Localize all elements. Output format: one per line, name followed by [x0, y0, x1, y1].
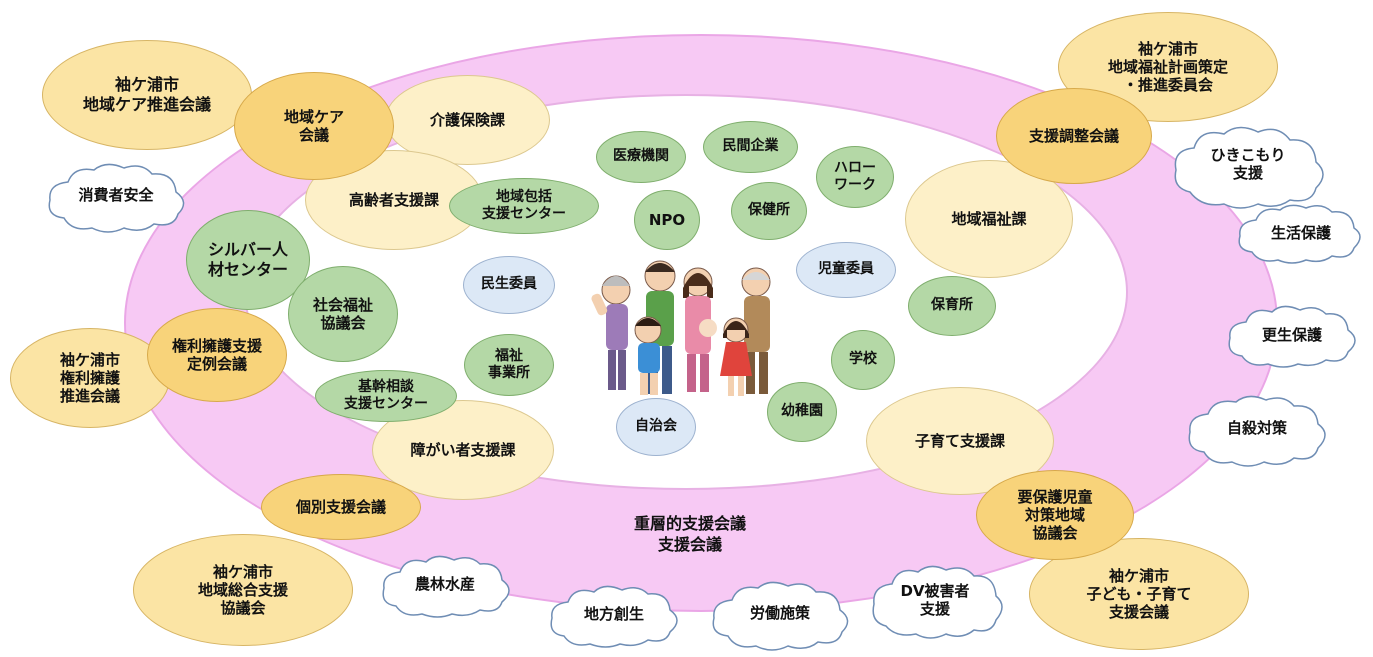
welfare-office[interactable]: 福祉 事業所 [464, 334, 554, 396]
cloud-shape-icon [1188, 395, 1326, 467]
cloud-shape-icon [550, 585, 678, 648]
suicide-prevention-cloud[interactable]: 自殺対策 [1182, 392, 1332, 467]
cloud-shape-icon [48, 163, 185, 233]
community-welfare-department[interactable]: 地域福祉課 [905, 160, 1073, 278]
family-illustration [591, 260, 771, 396]
npo[interactable]: NPO [634, 190, 700, 250]
kindergarten[interactable]: 幼稚園 [767, 382, 837, 442]
social-welfare-council[interactable]: 社会福祉 協議会 [288, 266, 398, 362]
cloud-shape-icon [1228, 305, 1356, 368]
regional-revitalization-cloud[interactable]: 地方創生 [544, 580, 684, 648]
city-regional-care-promotion-council[interactable]: 袖ケ浦市 地域ケア推進会議 [42, 40, 252, 150]
child-commissioner[interactable]: 児童委員 [796, 242, 896, 298]
individual-support-council[interactable]: 個別支援会議 [261, 474, 421, 540]
cloud-shape-icon [1238, 204, 1361, 264]
regional-care-council[interactable]: 地域ケア 会議 [234, 72, 394, 180]
cloud-shape-icon [712, 581, 849, 651]
girl-figure [720, 317, 752, 396]
cloud-shape-icon [1174, 126, 1324, 209]
private-company[interactable]: 民間企業 [703, 121, 798, 173]
welfare-commissioner[interactable]: 民生委員 [463, 256, 555, 314]
silver-human-resource-center[interactable]: シルバー人 材センター [186, 210, 310, 310]
labor-policy-cloud[interactable]: 労働施策 [706, 578, 854, 651]
grandmother-figure [591, 275, 631, 390]
multilayer-support-meeting-label: 重層的支援会議 支援会議 [633, 514, 746, 554]
livelihood-protection-cloud[interactable]: 生活保護 [1234, 202, 1368, 264]
health-center[interactable]: 保健所 [731, 182, 807, 240]
city-rights-advocacy-council[interactable]: 袖ケ浦市 権利擁護 推進会議 [10, 328, 170, 428]
child-protection-council[interactable]: 要保護児童 対策地域 協議会 [976, 470, 1134, 560]
hello-work[interactable]: ハロー ワーク [816, 146, 894, 208]
school[interactable]: 学校 [831, 330, 895, 390]
agriculture-forestry-fisheries-cloud[interactable]: 農林水産 [376, 550, 514, 618]
rehabilitation-protection-cloud[interactable]: 更生保護 [1222, 302, 1362, 368]
support-coordination-council[interactable]: 支援調整会議 [996, 88, 1152, 184]
regional-comprehensive-support-center[interactable]: 地域包括 支援センター [449, 178, 599, 234]
hikikomori-support-cloud[interactable]: ひきこもり 支援 [1168, 122, 1328, 209]
dv-victim-support-cloud[interactable]: DV被害者 支援 [866, 560, 1004, 640]
consumer-safety-cloud[interactable]: 消費者安全 [42, 160, 190, 233]
cloud-shape-icon [872, 565, 1003, 639]
nursery-school[interactable]: 保育所 [908, 276, 996, 336]
mother-figure [683, 267, 717, 392]
care-insurance-department[interactable]: 介護保険課 [385, 75, 550, 165]
city-comprehensive-support-council[interactable]: 袖ケ浦市 地域総合支援 協議会 [133, 534, 353, 646]
boy-figure [634, 316, 662, 395]
core-consultation-support-center[interactable]: 基幹相談 支援センター [315, 370, 457, 422]
neighborhood-association[interactable]: 自治会 [616, 398, 696, 456]
medical-institution[interactable]: 医療機関 [596, 131, 686, 183]
city-welfare-plan-committee[interactable]: 袖ケ浦市 地域福祉計画策定 ・推進委員会 [1058, 12, 1278, 122]
cloud-shape-icon [382, 555, 510, 618]
rights-advocacy-regular-council[interactable]: 権利擁護支援 定例会議 [147, 308, 287, 402]
